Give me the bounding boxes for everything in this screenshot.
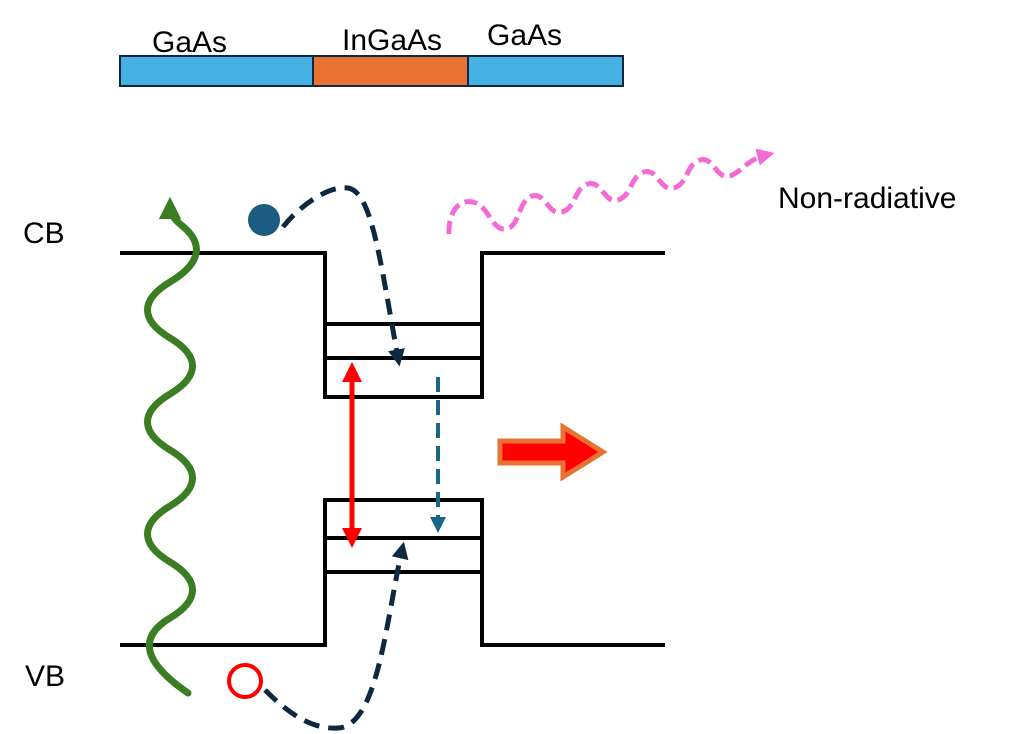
- layer-stack: GaAs InGaAs GaAs: [119, 19, 624, 87]
- layer-gaas-right: [467, 55, 624, 87]
- emission-arrow: [497, 422, 608, 482]
- band-edges: [120, 251, 665, 647]
- layer-gaas-left: [119, 55, 314, 87]
- hole-capture-path: [263, 541, 409, 731]
- electron-capture-path: [281, 185, 405, 367]
- nonradiative-label: Non-radiative: [778, 182, 956, 215]
- layer-gaas-right-label: GaAs: [487, 19, 562, 52]
- vb-label: VB: [25, 660, 65, 693]
- excitation-photon-wave: [144, 196, 200, 697]
- conduction-band-edge: [120, 251, 665, 399]
- hole: [227, 663, 263, 699]
- layer-ingaas-label: InGaAs: [342, 24, 442, 57]
- layer-gaas-left-label: GaAs: [152, 26, 227, 59]
- layer-ingaas: [312, 55, 469, 87]
- cb-label: CB: [23, 217, 65, 250]
- electron: [248, 204, 280, 236]
- nonradiative-wave: [446, 148, 775, 235]
- valence-band-edge: [120, 498, 665, 647]
